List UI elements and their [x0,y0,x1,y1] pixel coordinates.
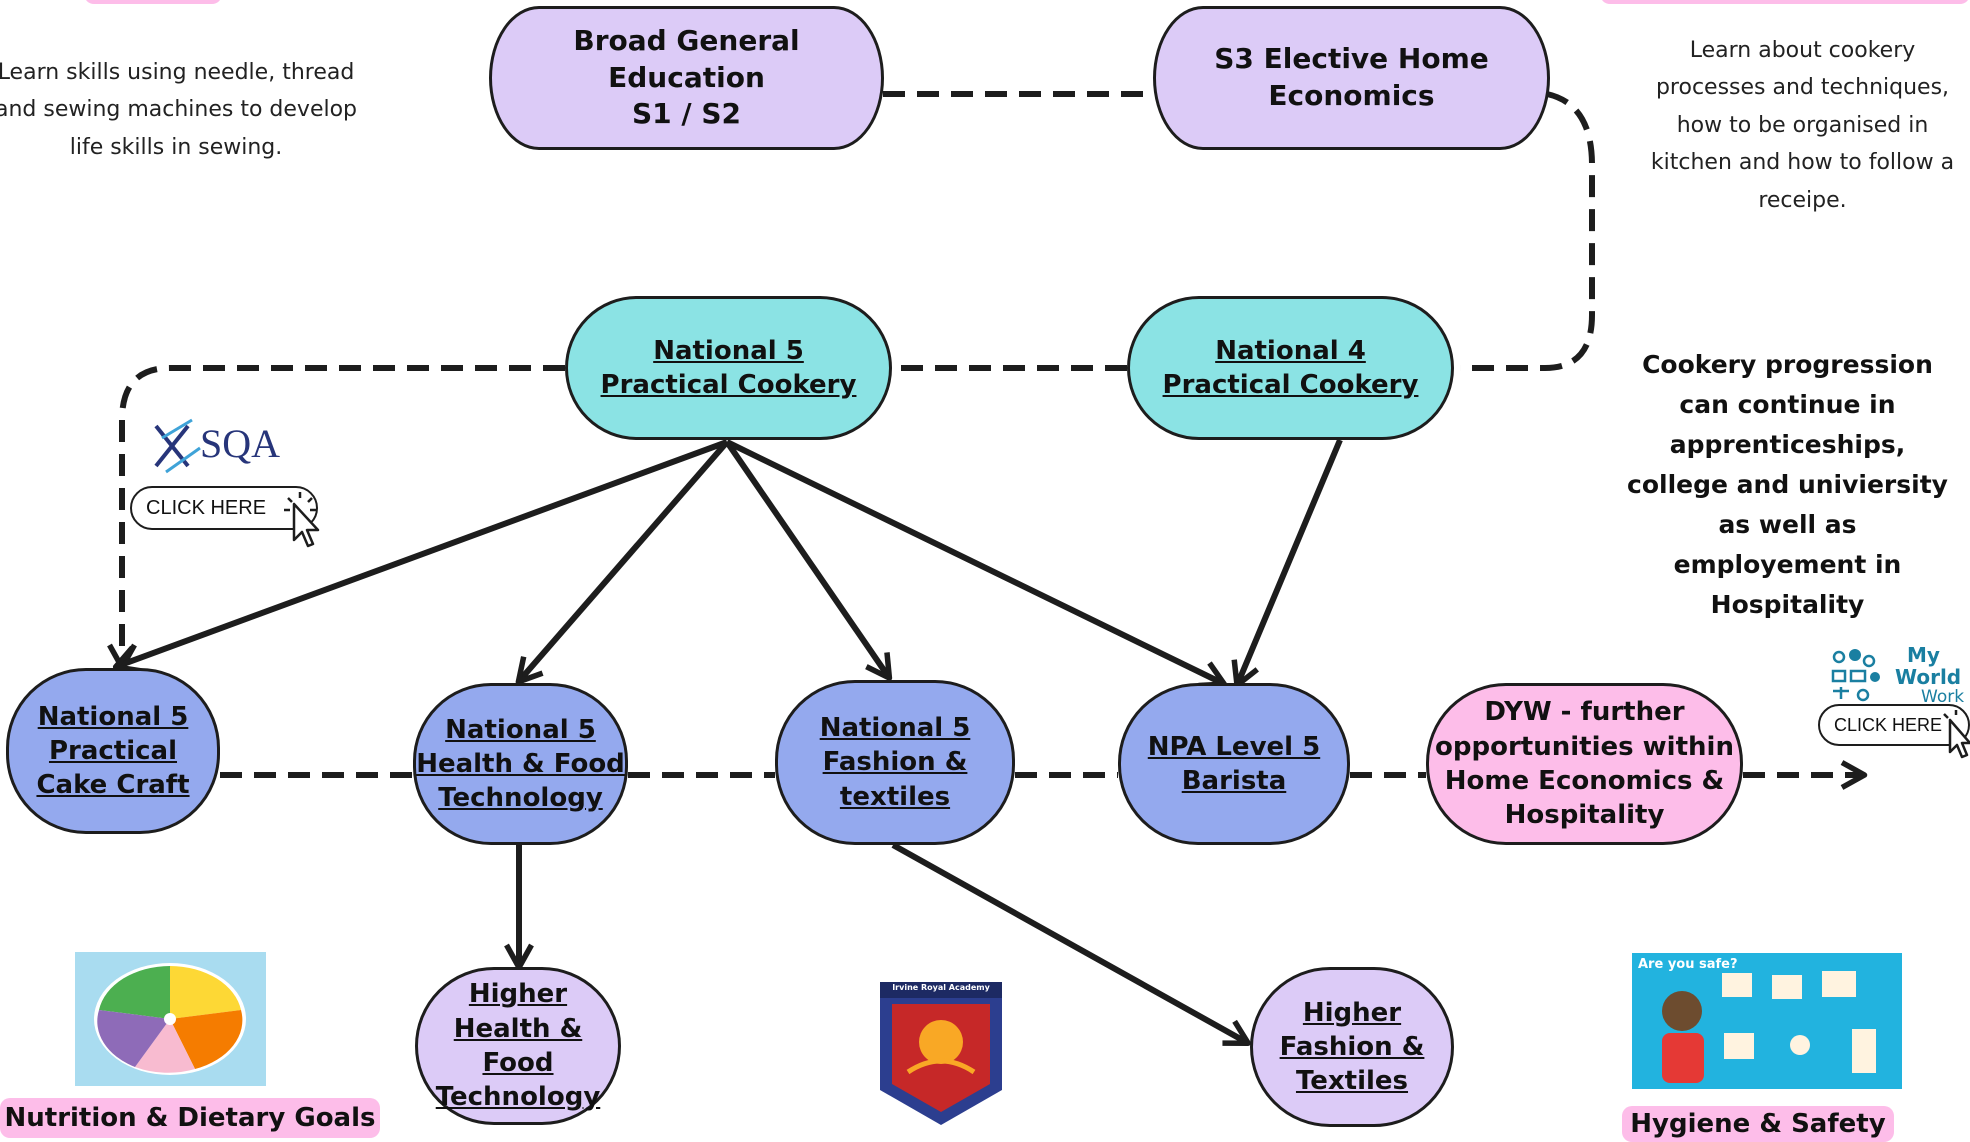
progression-line-6: employement in [1673,550,1902,579]
cookery-line-1: Learn about cookery [1689,38,1916,63]
s3-line-2: Economics [1268,79,1435,112]
dyw-line-3: Home Economics & [1444,766,1725,796]
n5hft-line-3: Technology [438,783,603,814]
node-dyw-opportunities: DYW - further opportunities within Home … [1426,683,1743,845]
node-broad-general-education: Broad General Education S1 / S2 [489,6,884,150]
hygiene-tag[interactable]: Hygiene & Safety [1622,1106,1894,1142]
dyw-line-1: DYW - further [1484,697,1685,728]
nutrition-tag-label: Nutrition & Dietary Goals [4,1103,376,1133]
cake-line-2: Practical [48,735,178,766]
cursor-click-icon-2 [1943,710,1970,759]
progression-line-7: Hospitality [1710,590,1865,619]
hhft-line-3: Food [482,1048,554,1078]
myworld-line-2: World [1895,665,1962,689]
my-world-of-work-logo[interactable]: My World Work [1825,643,1970,707]
node-higher-fashion-textiles[interactable]: Higher Fashion & Textiles [1250,967,1454,1127]
cake-line-1: National 5 [37,701,189,732]
n5ft-line-1: National 5 [819,713,971,744]
n5ft-line-2: Fashion & [822,747,968,778]
node-national5-fashion-textiles[interactable]: National 5 Fashion & textiles [775,680,1015,845]
sqa-logo[interactable]: SQA [148,408,298,478]
crest-label: Irvine Royal Academy [892,983,990,992]
npa-line-1: NPA Level 5 [1147,731,1321,762]
node-higher-health-food[interactable]: Higher Health & Food Technology [415,967,621,1125]
hygiene-tag-label: Hygiene & Safety [1630,1109,1886,1139]
hygiene-poster-image: Are you safe? [1632,953,1902,1089]
n5hft-line-2: Health & Food [416,748,625,779]
myworld-button-label: CLICK HERE [1834,714,1943,735]
nutrition-tag[interactable]: Nutrition & Dietary Goals [0,1098,380,1138]
sewing-line-3: life skills in sewing. [69,134,283,160]
arrow-n5-npa [725,439,1227,689]
dyw-line-2: opportunities within [1435,731,1734,762]
node-npa-barista[interactable]: NPA Level 5 Barista [1118,683,1350,845]
myworld-click-here-button[interactable]: CLICK HERE [1818,704,1970,746]
arrow-n5-hft [515,440,730,685]
node-national5-practical-cookery[interactable]: National 5 Practical Cookery [565,296,892,440]
n4pc-line-1: National 4 [1215,335,1366,366]
hhft-line-2: Health & [453,1013,583,1044]
dyw-line-4: Hospitality [1504,800,1665,831]
progression-line-5: as well as [1718,510,1857,539]
arrow-n5-ft [724,440,893,681]
sqa-cross-icon [154,418,201,474]
progression-line-3: apprenticeships, [1669,430,1906,459]
progression-line-4: college and univiersity [1627,470,1948,499]
cookery-line-2: processes and techniques, [1655,75,1950,101]
node-national5-cake-craft[interactable]: National 5 Practical Cake Craft [6,668,220,834]
top-left-tag-fragment [84,0,222,4]
node-s3-elective: S3 Elective Home Economics [1153,6,1550,150]
cake-line-3: Cake Craft [36,770,190,801]
cookery-line-3: how to be organised in [1676,112,1929,138]
cursor-click-icon [284,492,320,548]
arrow-n4-npa [1231,438,1343,689]
bge-line-1: Broad General Education [573,23,800,94]
hft-line-2: Fashion & [1279,1031,1425,1062]
cookery-line-5: receipe. [1758,187,1847,213]
n5hft-line-1: National 5 [445,714,596,745]
eatwell-plate-image [75,952,266,1086]
n5pc-line-2: Practical Cookery [600,370,857,400]
progression-line-1: Cookery progression [1642,350,1933,379]
cookery-description: Learn about cookery processes and techni… [1630,32,1970,219]
sewing-line-2: and sewing machines to develop [0,97,358,123]
progression-line-2: can continue in [1679,390,1896,419]
myworld-line-1: My [1907,643,1940,667]
sewing-description: Learn skills using needle, thread and se… [0,54,366,166]
arrow-n5-cake [112,439,729,674]
arrow-ft-higherft [891,842,1251,1046]
sqa-button-label: CLICK HERE [146,496,267,519]
sqa-click-here-button[interactable]: CLICK HERE [130,486,318,530]
npa-line-2: Barista [1181,766,1287,796]
eatwell-plate-icon [94,963,246,1075]
s3-line-1: S3 Elective Home [1214,42,1489,76]
hygiene-poster-illustration-icon [1662,971,1876,1083]
dashed-s3-n4 [1460,91,1595,371]
myworld-line-3: Work [1921,687,1965,707]
n4pc-line-2: Practical Cookery [1162,370,1419,400]
hhft-line-1: Higher [468,979,568,1010]
hhft-line-4: Technology [435,1082,601,1113]
hygiene-poster-title: Are you safe? [1638,957,1738,972]
cookery-line-4: kitchen and how to follow a [1650,150,1955,176]
bge-line-2: S1 / S2 [631,97,742,131]
irvine-royal-academy-crest: Irvine Royal Academy [878,980,1004,1127]
progression-text: Cookery progression can continue in appr… [1620,345,1955,625]
hft-line-3: Textiles [1295,1066,1409,1097]
top-right-tag-fragment [1600,0,1970,4]
sqa-logo-text: SQA [200,421,281,466]
n5ft-line-3: textiles [839,781,951,812]
sewing-line-1: Learn skills using needle, thread [0,60,355,85]
node-national5-health-food[interactable]: National 5 Health & Food Technology [413,683,628,845]
node-national4-practical-cookery[interactable]: National 4 Practical Cookery [1127,296,1454,440]
career-icons-cluster [1831,649,1880,702]
n5pc-line-1: National 5 [653,335,804,366]
hft-line-1: Higher [1302,997,1402,1028]
crest-shield-icon [880,982,1002,1125]
